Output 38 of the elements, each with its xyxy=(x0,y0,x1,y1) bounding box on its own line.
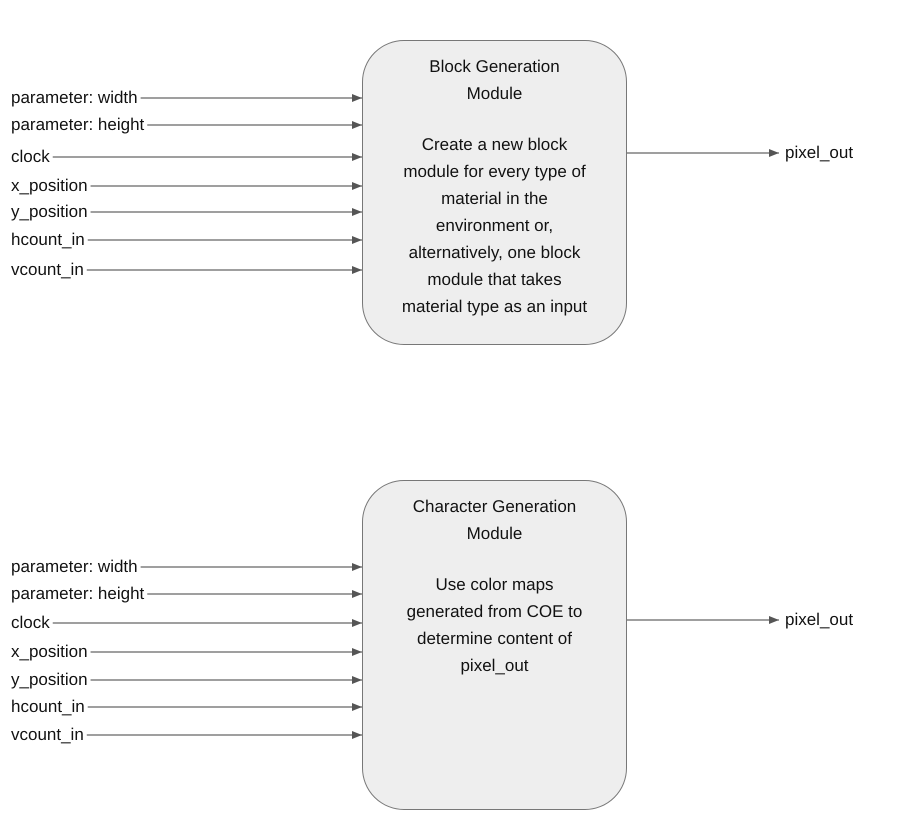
arrow xyxy=(90,182,362,190)
arrow xyxy=(90,648,362,656)
signal-label: hcount_in xyxy=(11,230,85,250)
signal-label: x_position xyxy=(11,176,88,196)
signal-label: clock xyxy=(11,147,50,167)
arrow xyxy=(140,94,362,102)
module-description: Use color maps generated from COE to determine content of pixel_out xyxy=(406,574,584,677)
signal-label: y_position xyxy=(11,670,88,690)
signal-label: vcount_in xyxy=(11,260,84,280)
arrow xyxy=(147,590,362,598)
arrow xyxy=(88,236,362,244)
arrow xyxy=(52,619,362,627)
module-description: Create a new block module for every type of material in the environment or, alternatively, one block module that takes material type as an input xyxy=(400,134,588,318)
arrow xyxy=(86,731,362,739)
signal-label: parameter: height xyxy=(11,115,144,135)
signal-label: clock xyxy=(11,613,50,633)
signal-label: parameter: width xyxy=(11,88,138,108)
signal-label: x_position xyxy=(11,642,88,662)
arrow xyxy=(86,266,362,274)
module-box xyxy=(362,480,627,810)
arrow xyxy=(90,208,362,216)
module-title: Character Generation Module xyxy=(412,496,578,545)
signal-label: vcount_in xyxy=(11,725,84,745)
signal-label: pixel_out xyxy=(785,610,854,630)
arrow xyxy=(140,563,362,571)
signal-label: parameter: height xyxy=(11,584,144,604)
module-box xyxy=(362,40,627,345)
arrow xyxy=(88,703,362,711)
signal-label: pixel_out xyxy=(785,143,854,163)
arrow xyxy=(90,676,362,684)
signal-label: hcount_in xyxy=(11,697,85,717)
module-title: Block Generation Module xyxy=(428,56,561,105)
signal-label: y_position xyxy=(11,202,88,222)
arrow xyxy=(627,149,779,157)
arrow xyxy=(147,121,362,129)
arrow xyxy=(52,153,362,161)
arrow xyxy=(627,616,779,624)
signal-label: parameter: width xyxy=(11,557,138,577)
